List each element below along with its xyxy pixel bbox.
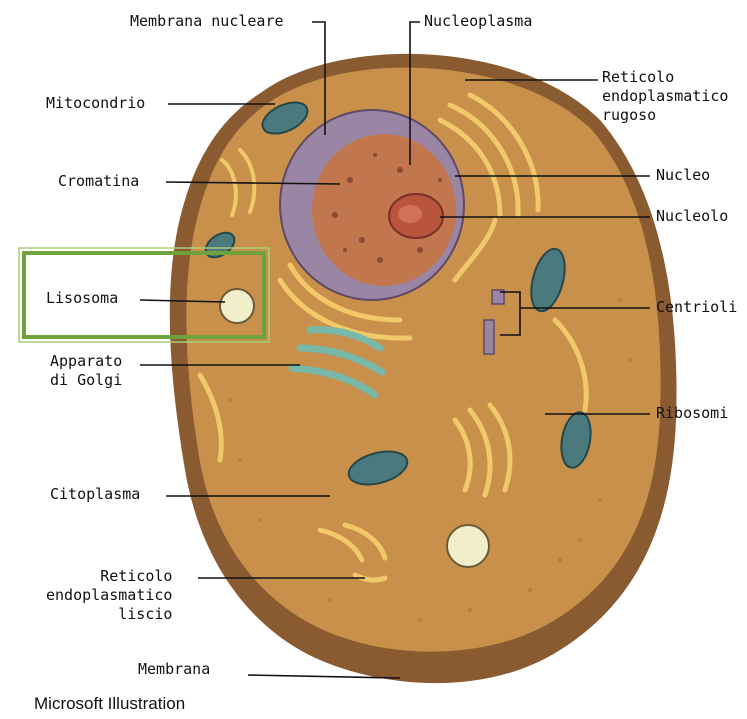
label-nucleolo: Nucleolo xyxy=(656,207,728,226)
lysosome-lower xyxy=(447,525,489,567)
label-centrioli: Centrioli xyxy=(656,298,737,317)
label-membrana-nucleare: Membrana nucleare xyxy=(130,12,284,31)
centriole-b xyxy=(484,320,494,354)
label-lisosoma: Lisosoma xyxy=(46,289,118,308)
nucleolus-core xyxy=(398,205,422,223)
label-citoplasma: Citoplasma xyxy=(50,485,140,504)
label-nucleoplasma: Nucleoplasma xyxy=(424,12,532,31)
label-cromatina: Cromatina xyxy=(58,172,139,191)
label-membrana: Membrana xyxy=(138,660,210,679)
label-reticolo-rugoso: Reticolo endoplasmatico rugoso xyxy=(602,68,728,125)
label-ribosomi: Ribosomi xyxy=(656,404,728,423)
lysosome xyxy=(220,289,254,323)
label-apparato-golgi: Apparato di Golgi xyxy=(50,352,122,390)
label-nucleo: Nucleo xyxy=(656,166,710,185)
credit-text: Microsoft Illustration xyxy=(34,694,185,714)
label-mitocondrio: Mitocondrio xyxy=(46,94,145,113)
label-reticolo-liscio: Reticolo endoplasmatico liscio xyxy=(46,567,172,624)
